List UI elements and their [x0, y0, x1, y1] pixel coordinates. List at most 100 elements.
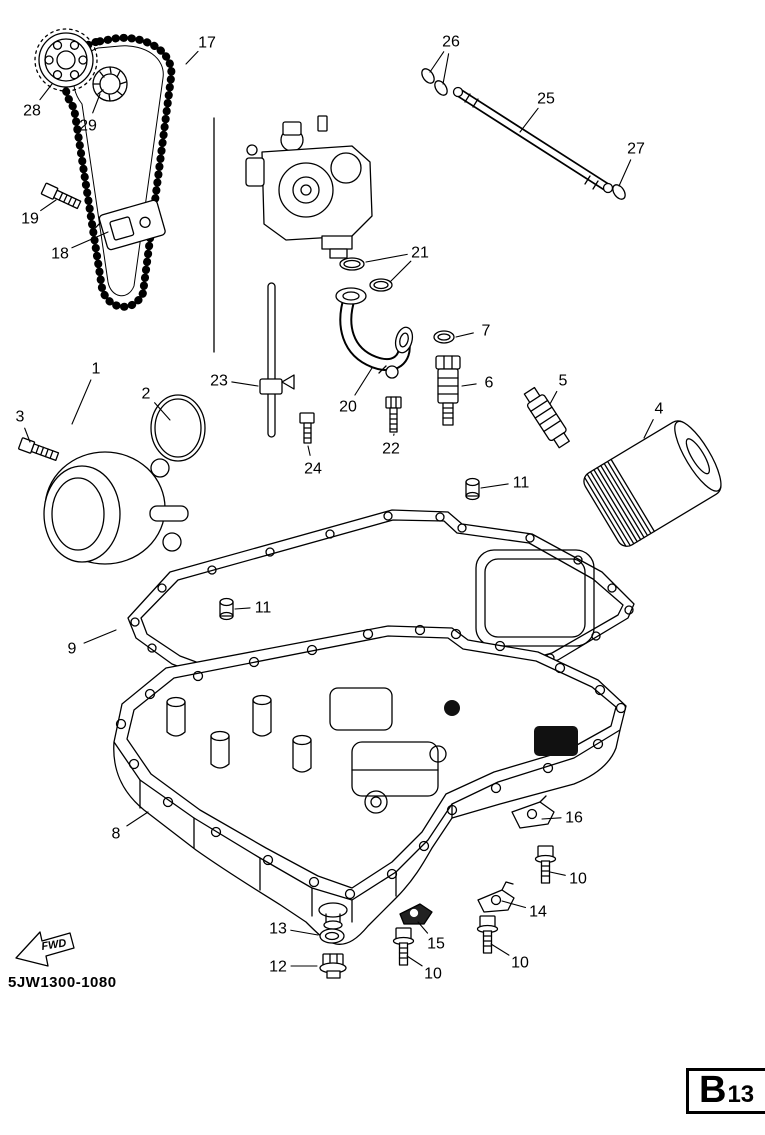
oil-pan-8	[113, 624, 627, 945]
leader-line	[541, 817, 562, 820]
leader-line	[40, 199, 57, 212]
clamp-14	[477, 881, 515, 913]
oil-pipe-20	[335, 287, 414, 379]
part-number-24: 24	[304, 461, 322, 478]
leader-line	[549, 871, 566, 876]
part-number-15: 15	[427, 936, 445, 953]
o-ring-7	[433, 330, 455, 344]
bolt-24	[299, 412, 315, 444]
fwd-label: FWD	[41, 937, 68, 953]
part-number-19: 19	[21, 211, 39, 228]
part-number-13: 13	[269, 921, 287, 938]
part-number-12: 12	[269, 959, 287, 976]
part-number-9: 9	[68, 641, 77, 658]
leader-line	[71, 231, 109, 249]
part-number-17: 17	[198, 35, 216, 52]
drain-bolt-12	[319, 953, 347, 979]
part-number-10: 10	[569, 871, 587, 888]
leader-line	[234, 607, 251, 610]
leader-line	[307, 445, 311, 456]
bearing-ring	[92, 66, 128, 102]
part-number-11: 11	[513, 475, 530, 492]
part-number-2: 2	[142, 386, 151, 403]
part-number-18: 18	[51, 246, 69, 263]
leader-line	[519, 107, 539, 133]
leader-line	[618, 159, 632, 187]
leader-line	[549, 390, 558, 405]
leader-line	[354, 367, 373, 396]
leader-line	[154, 402, 171, 421]
bolt-3	[18, 437, 60, 462]
dowel-pin-11b	[219, 597, 234, 621]
part-number-20: 20	[339, 399, 357, 416]
part-number-25: 25	[537, 91, 555, 108]
part-number-3: 3	[16, 409, 25, 426]
leader-line	[92, 93, 101, 114]
oil-level-rod-23	[259, 282, 295, 438]
dowel-pin-11a	[465, 477, 480, 501]
leader-line	[501, 900, 527, 909]
o-rings-21	[339, 257, 393, 292]
hose-clip-27	[612, 184, 626, 200]
clamp-16	[511, 795, 555, 829]
bolt-10b	[392, 927, 415, 966]
part-number-26: 26	[442, 34, 460, 51]
part-number-29: 29	[79, 118, 97, 135]
part-number-23: 23	[210, 373, 228, 390]
page-ref-number: 13	[727, 1081, 755, 1108]
leader-line	[406, 955, 423, 967]
part-number-21: 21	[411, 245, 429, 262]
part-number-14: 14	[529, 904, 547, 921]
leader-line	[480, 483, 509, 489]
leader-line	[442, 53, 450, 85]
leader-line	[461, 383, 477, 387]
leader-line	[185, 50, 199, 65]
hose-clip-26	[421, 68, 448, 96]
part-number-16: 16	[565, 810, 583, 827]
pump-sprocket	[34, 28, 98, 92]
part-number-6: 6	[485, 375, 494, 392]
drawing-code: 5JW1300-1080	[8, 974, 117, 991]
leader-line	[83, 629, 117, 644]
clamp-15	[399, 903, 433, 925]
bolt-19	[40, 182, 82, 210]
leader-line	[231, 381, 259, 387]
o-ring-2	[150, 394, 206, 462]
part-number-11: 11	[255, 600, 272, 617]
part-number-8: 8	[112, 826, 121, 843]
part-number-4: 4	[655, 401, 664, 418]
part-number-22: 22	[382, 441, 400, 458]
leader-line	[126, 811, 149, 827]
leader-line	[455, 332, 474, 338]
bolt-22	[385, 396, 402, 433]
leader-line	[389, 260, 412, 283]
part-number-5: 5	[559, 373, 568, 390]
chain-guide	[94, 199, 166, 251]
fwd-arrow: FWD	[15, 931, 75, 967]
part-number-10: 10	[511, 955, 529, 972]
part-number-27: 27	[627, 141, 645, 158]
oil-hose-25	[452, 86, 614, 194]
part-number-7: 7	[482, 323, 491, 340]
part-number-1: 1	[92, 361, 101, 378]
union-bolt-6	[435, 355, 461, 426]
leader-line	[24, 427, 31, 443]
drain-washer-13	[319, 928, 345, 944]
leader-line	[290, 929, 319, 936]
leader-line	[417, 921, 429, 934]
leader-line	[643, 419, 654, 439]
fitting-5	[523, 386, 570, 449]
leader-line	[39, 83, 53, 101]
leader-line	[429, 51, 445, 73]
leader-line	[490, 943, 510, 956]
part-number-28: 28	[23, 103, 41, 120]
oil-filter-4	[583, 420, 722, 547]
bolt-10a	[534, 845, 557, 884]
bolt-10c	[476, 915, 499, 954]
oil-pump-assembly	[245, 115, 373, 259]
page-ref-box: B 13	[686, 1068, 765, 1114]
leader-line	[71, 379, 92, 425]
